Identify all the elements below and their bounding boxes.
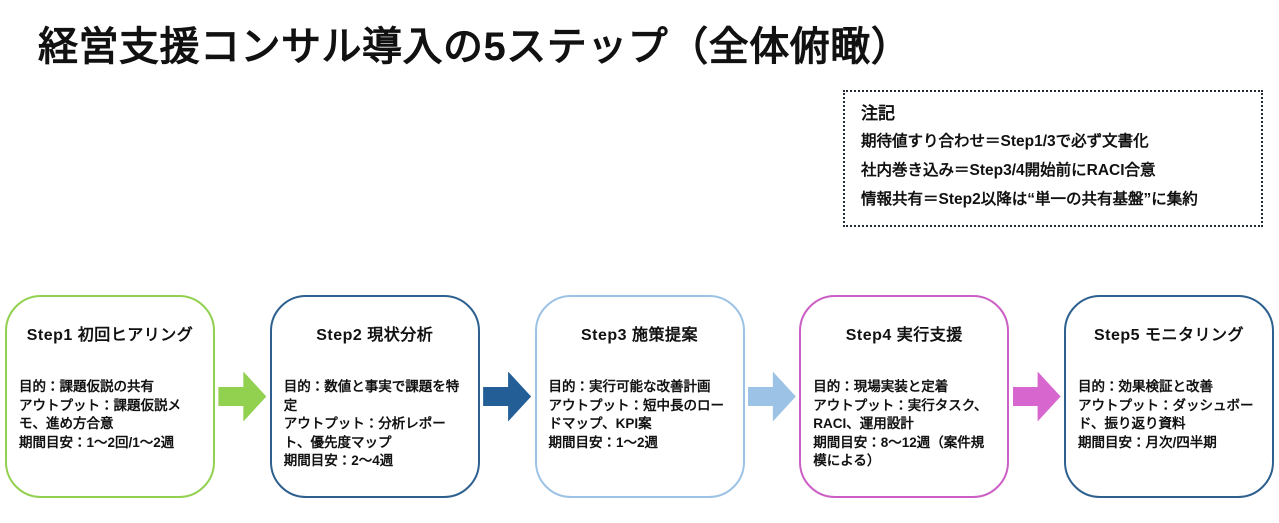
step-1-duration: 期間目安：1～2回/1～2週 [19, 434, 175, 450]
step-3-duration: 期間目安：1～2週 [548, 434, 659, 450]
note-line-expectations: 期待値すり合わせ＝Step1/3で必ず文書化 [861, 133, 1149, 150]
step-card-3: Step3 施策提案 目的：実行可能な改善計画 アウトプット：短中長のロードマッ… [534, 295, 745, 498]
arrow-right-icon-4 [1012, 371, 1061, 422]
note-heading: 注記 [861, 104, 895, 123]
step-card-1: Step1 初回ヒアリング 目的：課題仮説の共有 アウトプット：課題仮説メモ、進… [5, 295, 215, 498]
step-2-purpose: 目的：数値と事実で課題を特定 [283, 379, 460, 413]
note-line-involvement: 社内巻き込み＝Step3/4開始前にRACI合意 [861, 162, 1156, 179]
step-4-output: アウトプット：実行タスク、RACI、運用設計 [813, 397, 988, 432]
step-card-4: Step4 実行支援 目的：現場実装と定着 アウトプット：実行タスク、RACI、… [799, 295, 1010, 498]
note-line-sharing: 情報共有＝Step2以降は“単一の共有基盤”に集約 [861, 191, 1198, 208]
step-2-duration: 期間目安：2～4週 [283, 453, 394, 468]
step-card-2: Step2 現状分析 目的：数値と事実で課題を特定 アウトプット：分析レポート、… [269, 295, 480, 498]
step-1-output: アウトプット：課題仮説メモ、進め方合意 [19, 397, 181, 432]
step-4-body: 目的：現場実装と定着 アウトプット：実行タスク、RACI、運用設計 期間目安：8… [801, 378, 1007, 471]
step-1-purpose: 目的：課題仮説の共有 [19, 379, 154, 394]
step-5-purpose: 目的：効果検証と改善 [1078, 379, 1213, 394]
step-5-duration: 期間目安：月次/四半期 [1078, 434, 1217, 450]
step-3-body: 目的：実行可能な改善計画 アウトプット：短中長のロードマップ、KPI案 期間目安… [537, 378, 743, 452]
step-5-body: 目的：効果検証と改善 アウトプット：ダッシュボード、振り返り資料 期間目安：月次… [1066, 378, 1272, 452]
step-3-purpose: 目的：実行可能な改善計画 [548, 379, 711, 394]
arrow-right-icon-2 [483, 371, 532, 422]
step-5-title: Step5 モニタリング [1093, 327, 1245, 344]
step-4-duration: 期間目安：8～12週（案件規模による） [813, 434, 985, 469]
step-4-title: Step4 実行支援 [845, 327, 963, 344]
step-card-5: Step5 モニタリング 目的：効果検証と改善 アウトプット：ダッシュボード、振… [1064, 295, 1274, 498]
step-4-purpose: 目的：現場実装と定着 [813, 379, 949, 394]
step-2-output: アウトプット：分析レポート、優先度マップ [283, 416, 446, 450]
step-5-output: アウトプット：ダッシュボード、振り返り資料 [1078, 397, 1254, 432]
step-1-body: 目的：課題仮説の共有 アウトプット：課題仮説メモ、進め方合意 期間目安：1～2回… [7, 378, 213, 452]
step-3-output: アウトプット：短中長のロードマップ、KPI案 [548, 397, 725, 432]
page-title: 経営支援コンサル導入の5ステップ（全体俯瞰） [38, 25, 912, 69]
arrow-right-icon-1 [218, 371, 267, 422]
process-flow: Step1 初回ヒアリング 目的：課題仮説の共有 アウトプット：課題仮説メモ、進… [5, 295, 1274, 498]
step-2-body: 目的：数値と事実で課題を特定 アウトプット：分析レポート、優先度マップ 期間目安… [272, 378, 478, 471]
arrow-right-icon-3 [747, 371, 796, 422]
step-1-title: Step1 初回ヒアリング [26, 327, 194, 344]
step-3-title: Step3 施策提案 [580, 327, 699, 344]
step-2-title: Step2 現状分析 [316, 327, 434, 344]
note-box: 注記 期待値すり合わせ＝Step1/3で必ず文書化 社内巻き込み＝Step3/4… [843, 90, 1263, 227]
